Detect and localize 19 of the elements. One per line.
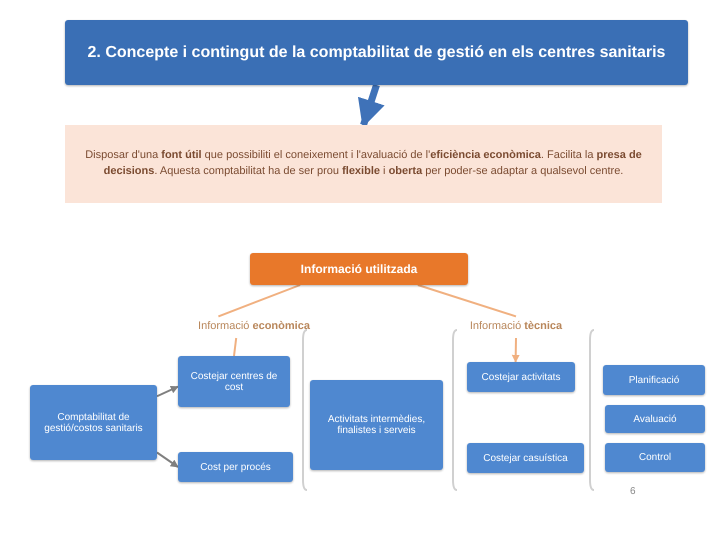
process-box: Costejar centres de cost [178, 356, 290, 407]
process-box: Activitats intermèdies, finalistes i serveis [310, 380, 443, 470]
process-box: Planificació [603, 365, 705, 395]
connector-arrow [512, 338, 520, 363]
connector-arrow [156, 386, 179, 398]
category-label: Informació tècnica [440, 314, 592, 338]
process-box: Costejar casuística [467, 443, 584, 473]
process-box: Costejar activitats [467, 362, 575, 392]
process-box: Comptabilitat de gestió/costos sanitaris [30, 385, 157, 460]
description-box: Disposar d'una font útil que possibiliti el coneixement i l'avaluació de l'eficiència econòmica. Facilita la presa de decisions. Aquesta comptabilitat ha de ser prou flexible i oberta per poder-se adaptar a qualsevol centre. [65, 125, 662, 203]
title-banner: 2. Concepte i contingut de la comptabilitat de gestió en els centres sanitaris [65, 20, 688, 85]
process-box: Cost per procés [178, 452, 293, 482]
process-box: Avaluació [605, 405, 705, 433]
category-label: Informació econòmica [165, 314, 343, 338]
page-number: 6 [630, 486, 636, 497]
header-box: Informació utilitzada [250, 253, 468, 285]
process-box: Control [605, 443, 705, 472]
connector-arrow [156, 452, 179, 468]
connector-arrow [358, 84, 385, 128]
